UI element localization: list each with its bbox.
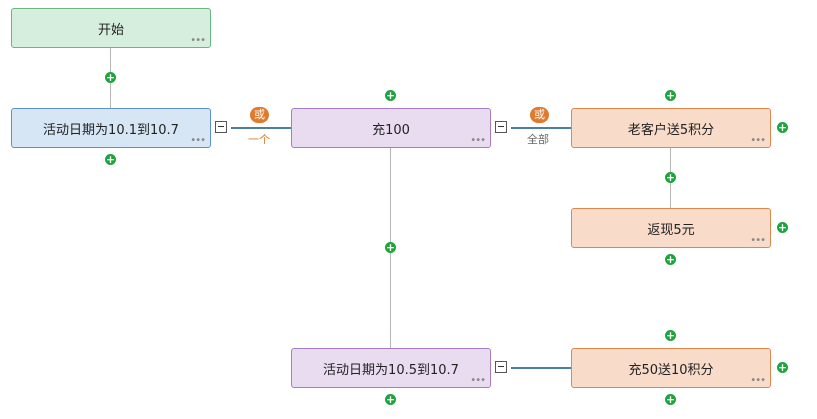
match-mode-label-1[interactable]: 一个 <box>248 133 270 146</box>
node-recharge-100[interactable]: 充100 ••• <box>291 108 491 148</box>
add-node-icon[interactable]: + <box>385 89 396 102</box>
add-node-icon[interactable]: + <box>665 171 676 184</box>
collapse-activity2-button[interactable] <box>495 361 507 373</box>
node-cashback[interactable]: 返现5元 ••• <box>571 208 771 248</box>
add-node-icon[interactable]: + <box>665 89 676 102</box>
edge-recharge100-to-oldcustomer <box>511 127 571 129</box>
add-node-icon[interactable]: + <box>665 253 676 266</box>
more-options-icon[interactable]: ••• <box>190 35 206 46</box>
more-options-icon[interactable]: ••• <box>470 135 486 146</box>
node-activity-date-2[interactable]: 活动日期为10.5到10.7 ••• <box>291 348 491 388</box>
more-options-icon[interactable]: ••• <box>750 135 766 146</box>
node-old-customer-points[interactable]: 老客户送5积分 ••• <box>571 108 771 148</box>
node-activity-date-1[interactable]: 活动日期为10.1到10.7 ••• <box>11 108 211 148</box>
collapse-activity1-button[interactable] <box>215 121 227 133</box>
add-node-icon[interactable]: + <box>777 361 788 374</box>
node-recharge-50[interactable]: 充50送10积分 ••• <box>571 348 771 388</box>
or-badge-1[interactable]: 或 <box>250 107 269 123</box>
more-options-icon[interactable]: ••• <box>470 375 486 386</box>
node-label: 活动日期为10.1到10.7 <box>43 122 179 138</box>
edge-activity1-to-recharge100 <box>231 127 291 129</box>
edge-activity2-to-recharge50 <box>511 367 571 369</box>
node-label: 开始 <box>97 22 124 38</box>
add-node-icon[interactable]: + <box>777 221 788 234</box>
node-label: 老客户送5积分 <box>627 122 715 138</box>
node-label: 充50送10积分 <box>628 362 714 378</box>
more-options-icon[interactable]: ••• <box>750 375 766 386</box>
add-node-icon[interactable]: + <box>385 393 396 406</box>
more-options-icon[interactable]: ••• <box>750 235 766 246</box>
add-node-icon[interactable]: + <box>385 241 396 254</box>
or-badge-2[interactable]: 或 <box>530 107 549 123</box>
node-start[interactable]: 开始 ••• <box>11 8 211 48</box>
match-mode-label-2[interactable]: 全部 <box>527 133 549 146</box>
node-label: 充100 <box>372 122 410 138</box>
collapse-recharge100-button[interactable] <box>495 121 507 133</box>
node-label: 返现5元 <box>647 222 695 238</box>
add-node-icon[interactable]: + <box>105 153 116 166</box>
node-label: 活动日期为10.5到10.7 <box>323 362 459 378</box>
add-node-icon[interactable]: + <box>665 329 676 342</box>
add-node-icon[interactable]: + <box>105 71 116 84</box>
more-options-icon[interactable]: ••• <box>190 135 206 146</box>
add-node-icon[interactable]: + <box>665 393 676 406</box>
add-node-icon[interactable]: + <box>777 121 788 134</box>
